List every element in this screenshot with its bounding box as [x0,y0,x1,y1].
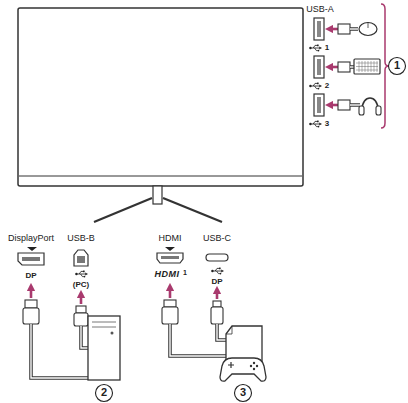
game-console [220,326,266,381]
port-number: 1 [183,269,187,276]
port-number: 1 [325,44,329,52]
hdmi-logo: HDMI [155,270,180,279]
bracket [381,4,389,128]
port-label: USB-A [306,5,334,14]
port-marking: DP [211,278,222,286]
port-number: 3 [325,120,329,128]
usb-b-port [74,250,88,348]
displayport-port [18,247,88,378]
usb-c-port [206,254,228,340]
pc-tower [88,316,120,380]
port-marking: (PC) [73,281,89,289]
port-number: 2 [325,82,329,90]
callout-number: 2 [101,387,107,399]
port-label: USB-C [203,234,231,243]
hdmi-port [157,247,226,356]
port-label: HDMI [159,234,182,243]
callout-number: 3 [240,387,246,399]
usb-a-ports [309,18,381,127]
monitor [18,8,303,222]
port-label: USB-B [67,234,95,243]
port-marking: DP [25,272,36,280]
port-label: DisplayPort [8,234,54,243]
callout-number: 1 [394,60,400,72]
